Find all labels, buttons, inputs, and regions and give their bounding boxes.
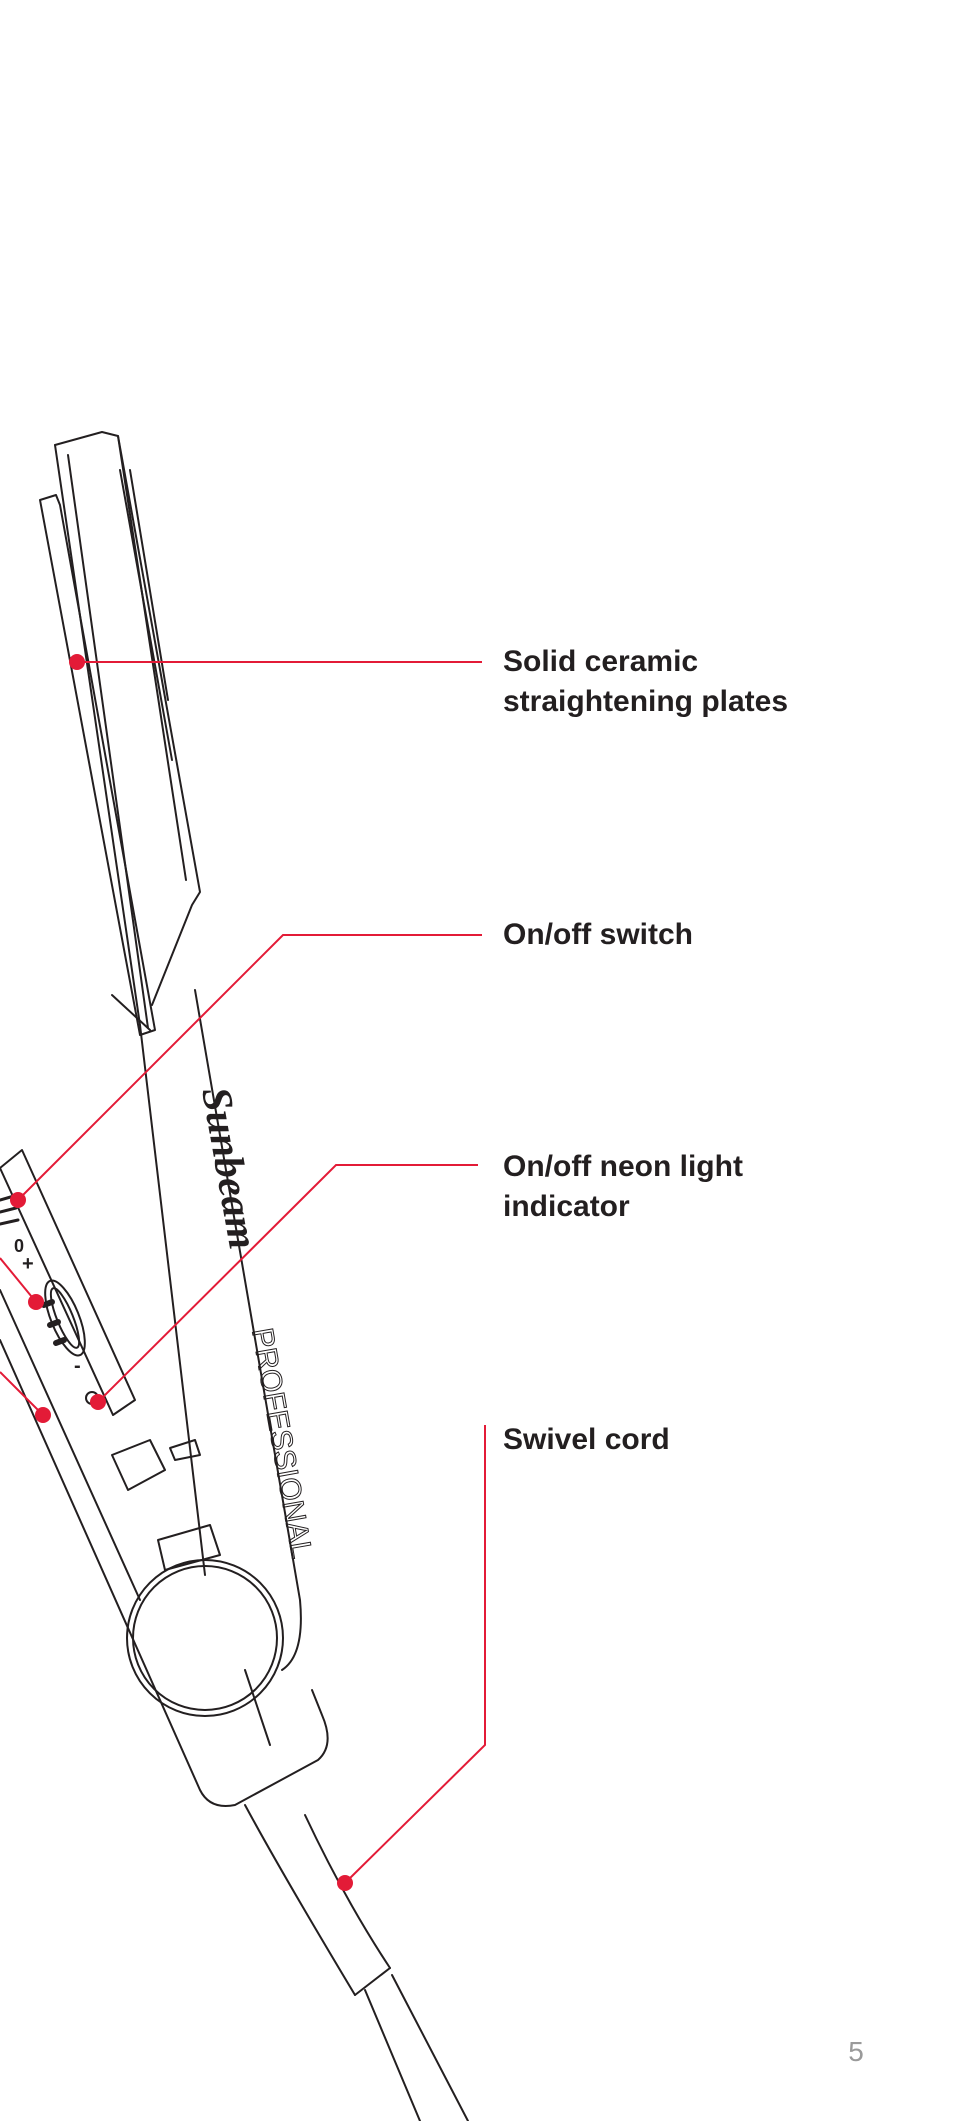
- cord-callout-dot: [337, 1875, 353, 1891]
- cord-label-line1: Swivel cord: [503, 1423, 670, 1456]
- dial-plus-mark: +: [22, 1253, 34, 1275]
- swivel-cord: [244, 1804, 469, 2121]
- extra-leader-line: [0, 1371, 44, 1416]
- dial-minus-mark: -: [74, 1355, 81, 1377]
- switch-callout-label: On/off switch: [503, 915, 923, 955]
- switch-callout-dot: [10, 1192, 26, 1208]
- product-line-label: PROFESSIONAL: [245, 1325, 318, 1561]
- upper-arm: [54, 431, 201, 1029]
- page-number: 5: [848, 2036, 864, 2067]
- handle-body: [0, 989, 329, 1807]
- cord-leader-line: [344, 1425, 486, 1884]
- dial-leader-line: [0, 1257, 37, 1303]
- dial-callout-dot: [28, 1294, 44, 1310]
- hinge: [126, 1524, 284, 1717]
- plates-callout-dot: [69, 654, 85, 670]
- plates-label-line2: straightening plates: [503, 685, 789, 718]
- plates-callout-label: Solid ceramic straightening plates: [503, 642, 923, 722]
- neon-label-line1: On/off neon light: [503, 1150, 743, 1183]
- switch-zero-mark: 0: [14, 1236, 24, 1256]
- switch-leader-line: [17, 934, 482, 1201]
- neon-label-line2: indicator: [503, 1190, 630, 1223]
- cord-callout-label: Swivel cord: [503, 1420, 923, 1460]
- control-panel: [0, 1149, 201, 1491]
- neon-callout-label: On/off neon light indicator: [503, 1147, 923, 1227]
- body-callout-dot: [35, 1407, 51, 1423]
- lower-arm: [39, 494, 156, 1036]
- plates-label-line1: Solid ceramic: [503, 645, 699, 678]
- switch-label-line1: On/off switch: [503, 918, 693, 951]
- neon-callout-dot: [90, 1394, 106, 1410]
- neon-leader-line: [97, 1164, 478, 1403]
- brand-logo: Sunbeam: [192, 1084, 266, 1253]
